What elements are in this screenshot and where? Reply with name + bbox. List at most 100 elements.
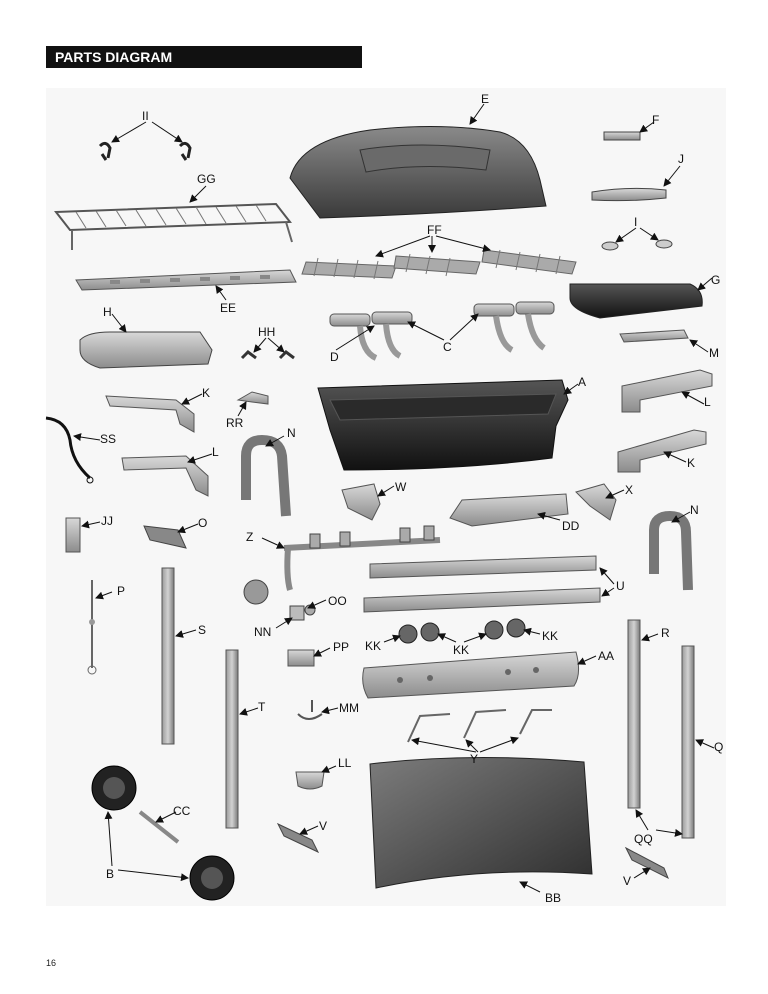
part-v-supports [276, 822, 669, 880]
part-u-cross-rails [363, 555, 615, 613]
label-jj: JJ [101, 514, 113, 528]
label-b: B [106, 867, 114, 881]
part-qq-leg-caps [635, 809, 683, 837]
label-d: D [330, 350, 339, 364]
label-w: W [395, 480, 407, 494]
label-y: Y [470, 752, 478, 766]
label-kk-2: KK [453, 643, 469, 657]
label-ee: EE [220, 301, 236, 315]
part-x-bracket [575, 483, 625, 521]
part-z-gas-manifold [243, 525, 441, 605]
page-number: 16 [46, 958, 57, 968]
label-e: E [481, 92, 489, 106]
part-y-door-hinges [407, 709, 552, 753]
label-i: I [634, 215, 637, 229]
part-t-leg [225, 649, 259, 829]
label-ll: LL [338, 756, 352, 770]
label-a: A [578, 375, 586, 389]
part-ii-clips [98, 121, 192, 161]
label-v-2: V [623, 874, 631, 888]
label-kk-3: KK [542, 629, 558, 643]
label-mm: MM [339, 701, 359, 715]
part-ff-heat-plates [301, 235, 577, 280]
part-hh-brackets [240, 337, 295, 360]
label-p: P [117, 584, 125, 598]
part-j-handle [591, 165, 681, 202]
part-o-support [143, 523, 199, 549]
label-l-1: L [704, 395, 711, 409]
part-n-left-leg-frame [241, 434, 291, 517]
part-r-q-legs [627, 619, 715, 839]
part-kk-control-knobs [383, 618, 541, 644]
part-gg-warming-rack [54, 185, 293, 250]
label-ii: II [142, 109, 149, 123]
label-q: Q [714, 740, 723, 754]
label-bb: BB [545, 891, 561, 905]
part-b-wheels [91, 765, 235, 901]
label-j: J [678, 152, 684, 166]
label-l-2: L [212, 445, 219, 459]
label-n-2: N [690, 503, 699, 517]
part-s-leg [161, 567, 197, 745]
label-r: R [661, 626, 670, 640]
label-n-1: N [287, 426, 296, 440]
part-c-d-burners [329, 301, 555, 361]
part-g-side-shelf [569, 277, 713, 319]
label-hh: HH [258, 325, 275, 339]
part-ss-igniter-wire [45, 416, 101, 484]
label-ss: SS [100, 432, 116, 446]
label-m: M [709, 346, 719, 360]
label-aa: AA [598, 649, 614, 663]
label-nn: NN [254, 625, 271, 639]
part-pp-ignitor-module [287, 647, 331, 667]
label-k-2: K [687, 456, 695, 470]
part-i-knob-caps [601, 227, 673, 251]
part-h-side-shelf [79, 313, 213, 369]
part-n-right-leg-frame [649, 510, 693, 591]
part-dd-grease-tray [449, 493, 569, 527]
part-jj-igniter [65, 517, 101, 553]
label-z: Z [246, 530, 253, 544]
label-oo: OO [328, 594, 347, 608]
part-aa-control-panel [362, 651, 597, 699]
part-k-left-bracket [105, 393, 203, 433]
part-bb-door [369, 756, 593, 893]
label-qq: QQ [634, 832, 653, 846]
label-kk-1: KK [365, 639, 381, 653]
label-t: T [258, 700, 266, 714]
part-p-igniter-rod [87, 580, 113, 675]
label-s: S [198, 623, 206, 637]
part-k-right-lower-bracket [617, 429, 707, 473]
part-a-firebox [317, 379, 579, 471]
label-rr: RR [226, 416, 244, 430]
label-v-1: V [319, 819, 327, 833]
label-gg: GG [197, 172, 216, 186]
part-ll-grease-cup [295, 765, 337, 790]
part-w-bracket [341, 483, 395, 521]
label-c: C [443, 340, 452, 354]
part-e-lid [289, 103, 547, 219]
part-l-right-bracket [621, 369, 713, 413]
label-f: F [652, 113, 659, 127]
part-oo-nn-regulator [275, 599, 327, 629]
label-h: H [103, 305, 112, 319]
label-g: G [711, 273, 720, 287]
label-cc: CC [173, 804, 191, 818]
label-ff: FF [427, 223, 442, 237]
label-k-1: K [202, 386, 210, 400]
part-f-bracket [603, 121, 655, 141]
page-title: PARTS DIAGRAM [46, 46, 362, 68]
label-u: U [616, 579, 625, 593]
part-labels: II E F J GG FF I G EE H HH D C M A K L R… [100, 92, 723, 905]
label-pp: PP [333, 640, 349, 654]
part-cc-axle [138, 810, 180, 844]
label-dd: DD [562, 519, 580, 533]
part-l-left-lower-bracket [121, 453, 213, 497]
label-o: O [198, 516, 207, 530]
part-rr-bracket [236, 391, 269, 417]
part-mm-hook [297, 700, 339, 720]
part-ee-heat-shield [75, 269, 297, 301]
label-x: X [625, 483, 633, 497]
part-m-bracket [619, 329, 709, 353]
